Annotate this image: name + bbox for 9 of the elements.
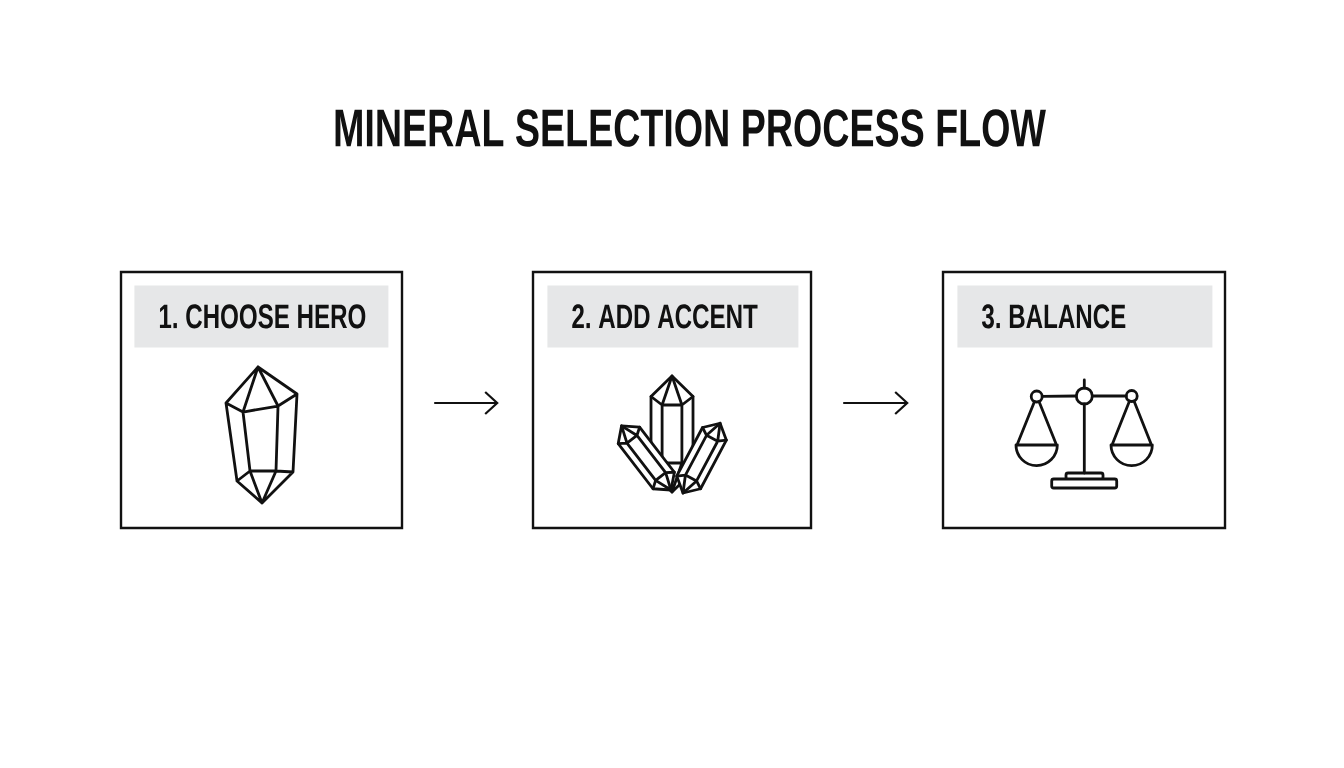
step-header: 2. ADD ACCENT — [547, 285, 799, 348]
step-header: 3. BALANCE — [957, 285, 1213, 348]
step-header: 1. CHOOSE HERO — [134, 285, 389, 348]
title: MINERAL SELECTION PROCESS FLOW — [335, 109, 1046, 147]
step-box — [119, 270, 404, 530]
step-box — [941, 270, 1227, 530]
arrow — [843, 391, 909, 415]
step-box — [531, 270, 813, 530]
arrow — [434, 391, 499, 415]
